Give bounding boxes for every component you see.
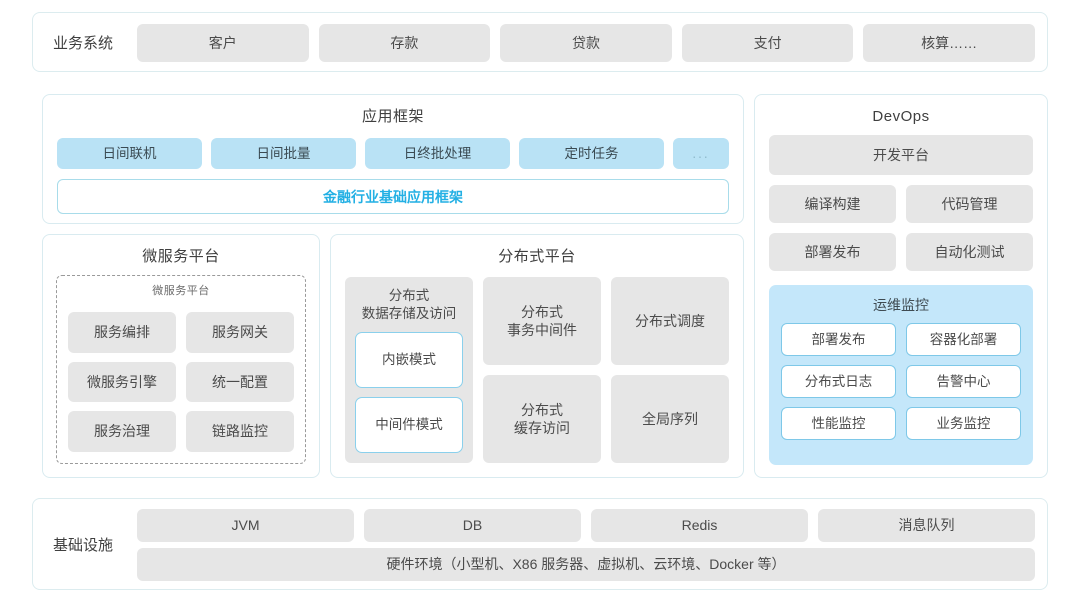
distributed-platform-tile-grid: 分布式 事务中间件 分布式调度 分布式 缓存访问 全局序列 <box>483 277 729 463</box>
devops-title: DevOps <box>872 108 930 125</box>
business-systems-tile-row: 客户 存款 贷款 支付 核算…… <box>137 24 1035 62</box>
devops-tile-automated-testing[interactable]: 自动化测试 <box>906 233 1033 271</box>
infrastructure-label: 基础设施 <box>53 536 114 554</box>
application-framework-panel: 应用框架 日间联机 日间批量 日终批处理 定时任务 ... 金融行业基础应用框架 <box>42 94 744 224</box>
dist-tile-embedded-mode[interactable]: 内嵌模式 <box>355 331 463 388</box>
ops-tile-distributed-log[interactable]: 分布式日志 <box>781 365 896 398</box>
dist-tile-scheduling[interactable]: 分布式调度 <box>611 277 729 365</box>
infra-tile-db[interactable]: DB <box>364 509 581 542</box>
infra-tile-jvm[interactable]: JVM <box>137 509 354 542</box>
devops-row-1: 编译构建 代码管理 <box>769 185 1033 223</box>
financial-base-framework-bar[interactable]: 金融行业基础应用框架 <box>57 179 729 214</box>
ops-tile-deploy-release[interactable]: 部署发布 <box>781 323 896 356</box>
distributed-platform-panel: 分布式平台 分布式 数据存储及访问 内嵌模式 中间件模式 分布式 事务中间件 分… <box>330 234 744 478</box>
microservice-platform-panel: 微服务平台 微服务平台 服务编排 服务网关 微服务引擎 统一配置 服务治理 链路… <box>42 234 320 478</box>
ops-monitoring-title: 运维监控 <box>873 297 929 313</box>
business-tile-customer[interactable]: 客户 <box>137 24 309 62</box>
micro-tile-service-gateway[interactable]: 服务网关 <box>186 312 294 353</box>
distributed-platform-body: 分布式 数据存储及访问 内嵌模式 中间件模式 分布式 事务中间件 分布式调度 分… <box>345 277 729 463</box>
devops-row-2: 部署发布 自动化测试 <box>769 233 1033 271</box>
application-framework-tag-row: 日间联机 日间批量 日终批处理 定时任务 ... <box>57 138 729 169</box>
business-tile-accounting[interactable]: 核算…… <box>863 24 1035 62</box>
dist-storage-label: 分布式 数据存储及访问 <box>361 288 457 321</box>
micro-tile-link-monitoring[interactable]: 链路监控 <box>186 411 294 452</box>
ops-tile-performance-monitoring[interactable]: 性能监控 <box>781 407 896 440</box>
devops-tile-code-management[interactable]: 代码管理 <box>906 185 1033 223</box>
appframe-tag-eod-batch[interactable]: 日终批处理 <box>365 138 510 169</box>
business-tile-deposit[interactable]: 存款 <box>318 24 491 62</box>
business-systems-label: 业务系统 <box>53 34 114 52</box>
infrastructure-tile-row: JVM DB Redis 消息队列 <box>137 509 1035 542</box>
dist-tile-middleware-mode[interactable]: 中间件模式 <box>355 396 463 453</box>
micro-tile-service-governance[interactable]: 服务治理 <box>68 411 176 452</box>
appframe-tag-daytime-online[interactable]: 日间联机 <box>57 138 202 169</box>
ops-monitoring-box: 运维监控 部署发布 容器化部署 分布式日志 告警中心 性能监控 业务监控 <box>769 285 1033 465</box>
ops-tile-business-monitoring[interactable]: 业务监控 <box>906 407 1021 440</box>
devops-tile-deploy-release[interactable]: 部署发布 <box>769 233 896 271</box>
devops-tile-dev-platform[interactable]: 开发平台 <box>769 135 1033 175</box>
ops-tile-containerized-deployment[interactable]: 容器化部署 <box>906 323 1021 356</box>
ops-monitoring-grid: 部署发布 容器化部署 分布式日志 告警中心 性能监控 业务监控 <box>781 323 1021 440</box>
dist-tile-global-sequence[interactable]: 全局序列 <box>611 375 729 463</box>
infra-tile-hardware-environment[interactable]: 硬件环境（小型机、X86 服务器、虚拟机、云环境、Docker 等） <box>137 548 1035 581</box>
microservice-tile-grid: 服务编排 服务网关 微服务引擎 统一配置 服务治理 链路监控 <box>68 312 294 452</box>
appframe-tag-scheduled-task[interactable]: 定时任务 <box>519 138 664 169</box>
infra-tile-redis[interactable]: Redis <box>591 509 808 542</box>
application-framework-title: 应用框架 <box>361 108 424 125</box>
appframe-tag-daytime-batch[interactable]: 日间批量 <box>211 138 356 169</box>
infrastructure-card: 基础设施 JVM DB Redis 消息队列 硬件环境（小型机、X86 服务器、… <box>32 498 1048 590</box>
business-tile-payment[interactable]: 支付 <box>681 24 854 62</box>
distributed-platform-title: 分布式平台 <box>498 248 576 265</box>
dist-tile-data-storage-access[interactable]: 分布式 数据存储及访问 内嵌模式 中间件模式 <box>345 277 473 463</box>
appframe-tag-more[interactable]: ... <box>673 138 729 169</box>
micro-tile-unified-config[interactable]: 统一配置 <box>186 361 294 403</box>
business-tile-loan[interactable]: 贷款 <box>500 24 672 62</box>
devops-panel: DevOps 开发平台 编译构建 代码管理 部署发布 自动化测试 运维监控 部署… <box>754 94 1048 478</box>
microservice-platform-title: 微服务平台 <box>142 248 220 265</box>
dist-tile-cache-access[interactable]: 分布式 缓存访问 <box>483 375 601 463</box>
ops-tile-alarm-center[interactable]: 告警中心 <box>906 365 1021 398</box>
business-systems-card: 业务系统 客户 存款 贷款 支付 核算…… <box>32 12 1048 72</box>
microservice-inner-dashed-box: 微服务平台 服务编排 服务网关 微服务引擎 统一配置 服务治理 链路监控 <box>56 275 306 464</box>
infra-tile-message-queue[interactable]: 消息队列 <box>818 509 1035 542</box>
devops-tile-compile-build[interactable]: 编译构建 <box>769 185 896 223</box>
micro-tile-microservice-engine[interactable]: 微服务引擎 <box>68 361 176 403</box>
micro-tile-service-orchestration[interactable]: 服务编排 <box>68 312 176 353</box>
microservice-inner-title: 微服务平台 <box>152 285 210 297</box>
dist-tile-transaction-middleware[interactable]: 分布式 事务中间件 <box>483 277 601 365</box>
